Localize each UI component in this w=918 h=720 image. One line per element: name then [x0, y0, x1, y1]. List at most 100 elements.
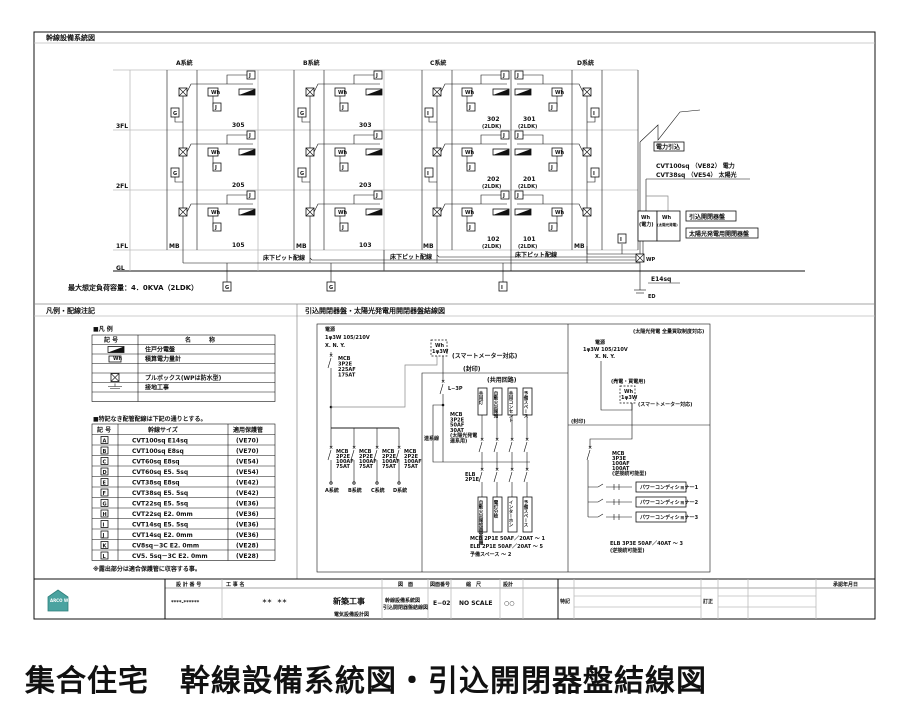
pcs-box	[635, 496, 687, 508]
cable-power: CVT100sq （VE82） 電力	[656, 162, 735, 170]
junction-box-icon	[373, 130, 383, 140]
junction-box-icon-label: J	[502, 73, 505, 79]
wire-line	[588, 498, 604, 503]
wire-code-icon	[100, 436, 109, 444]
distribution-panel-fill	[493, 209, 509, 215]
pull-box-cross	[110, 373, 120, 382]
mb-label-a: MB	[169, 243, 180, 250]
riser-title: 幹線設備系統図	[46, 33, 95, 42]
breaker-mark: ×	[525, 437, 529, 443]
meter-icon-label: Wh	[338, 210, 348, 216]
wire-code: A	[103, 439, 107, 445]
wire-line	[480, 74, 501, 84]
junction-box-icon	[548, 162, 558, 172]
junction-box-icon	[500, 130, 510, 140]
wire-line	[440, 143, 507, 153]
riser-diagram: 幹線設備系統図 A系統 B系統 C系統 D系統 3FL 2FL 1FL GL M…	[46, 33, 805, 300]
breaker-mark: ×	[441, 379, 445, 385]
junction-box-icon	[246, 130, 256, 140]
meter-icon-label: Wh	[555, 210, 565, 216]
riser-units: WhJJG305WhJJG205WhJJ105WhJJG303WhJJG203W…	[170, 70, 640, 292]
wire-code-icon	[100, 541, 109, 549]
junction-box-icon	[373, 70, 383, 80]
wire-size: CVT38sq E5. 5sq	[132, 490, 188, 497]
branch-label: D系統	[393, 487, 407, 494]
meter-label: Wh	[435, 343, 445, 349]
legend-section-title: 凡例・配線注記	[46, 306, 95, 315]
wire-code-icon	[100, 457, 109, 465]
top-circuit-label: 予備スペース	[523, 390, 528, 420]
pcs-label: パワーコンディショナー1	[640, 484, 699, 491]
bottom-circuit-label: 自動火災報知器受信機	[478, 499, 484, 546]
unit-number: 205	[232, 182, 245, 189]
meter-use-label: (売電・買電用)	[611, 378, 646, 385]
junction-box-icon	[339, 222, 349, 232]
pit-label-2: 床下ピット配線	[390, 253, 432, 261]
wire-size: CV8sq－3C E2. 0mm	[132, 543, 199, 550]
junction-box-icon-label: J	[516, 193, 519, 199]
pit-bus	[309, 257, 640, 261]
distribution-panel-fill	[515, 149, 531, 155]
junction-box-icon	[514, 130, 524, 140]
branch-breaker-label: MCB	[359, 449, 372, 455]
summary-label: ELB 2P1E 50AF／20AT ～ 5	[470, 544, 544, 550]
distribution-panel-fill	[239, 89, 255, 95]
junction-box-icon-label: J	[550, 105, 553, 111]
legend-item-name: 接地工事	[144, 384, 169, 392]
unit-number: 202	[487, 176, 500, 183]
wire-conduit: (VE36)	[236, 532, 259, 539]
unit-number: 302	[487, 116, 500, 123]
l-breaker-label: L−3P	[448, 386, 463, 392]
breaker-mark: ×	[375, 445, 379, 451]
junction-box-icon-label: J	[550, 165, 553, 171]
design-label: 設計	[503, 581, 513, 588]
terminal-icon	[352, 481, 356, 485]
wire-conduit: (VE54)	[236, 469, 259, 476]
branch-breaker-label: 2P2E	[404, 454, 419, 460]
branch-label: A系統	[325, 487, 339, 494]
breaker-mark: ×	[480, 467, 484, 473]
meter-label: Wh	[624, 389, 634, 395]
branch-breaker-label: 75AT	[359, 464, 373, 470]
drawing-label: 図 面	[398, 581, 413, 588]
wire-line	[174, 177, 183, 183]
service-drop-label: 電力引込	[656, 143, 680, 151]
wire-conduit: (VE36)	[236, 522, 259, 529]
junction-box-icon	[548, 102, 558, 112]
breaker-icon	[523, 471, 528, 483]
wire-size: CV5. 5sq－3C E2. 0mm	[132, 553, 208, 560]
wire-code: B	[103, 449, 107, 455]
drawing-name-1: 幹線設備系統図	[385, 597, 420, 604]
junction-box-icon-label: J	[248, 73, 251, 79]
wire-size: CVT22sq E5. 5sq	[132, 501, 188, 508]
breaker-mark: ×	[495, 467, 499, 473]
wire-line	[517, 143, 584, 153]
circuit-box	[507, 496, 518, 533]
cable-code-icon-label: G	[225, 285, 229, 291]
system-label-b: B系統	[303, 59, 320, 67]
smart-meter-icon	[619, 385, 636, 404]
lead-in-panel-label: 引込開閉器盤	[689, 213, 726, 221]
wire-conduit: (VE28)	[236, 553, 259, 560]
pv-breaker-label: 30AT	[450, 428, 464, 434]
distribution-panel-fill	[366, 149, 382, 155]
panel-meter-solar-label: (太陽光発電)	[657, 222, 678, 227]
breaker-icon	[606, 514, 632, 520]
circuit-box	[507, 387, 518, 416]
pv-breaker-label: (太陽光発電	[450, 432, 477, 439]
circuit-box	[522, 387, 533, 416]
breaker-icon	[606, 499, 632, 505]
breaker-mark: ×	[495, 437, 499, 443]
breaker-mark: ×	[352, 445, 356, 451]
meter-icon-label: Wh	[465, 210, 475, 216]
pcs-box	[635, 511, 687, 523]
wire-code: L	[103, 554, 107, 560]
legend-section: 凡例・配線注記 ■凡 例 記 号名 称住戸分電盤積算電力量計プルボックス(WPは…	[46, 306, 276, 573]
panel-meter-power: Wh	[641, 215, 651, 221]
wire-line	[428, 177, 437, 183]
unit-type: (2LDK)	[482, 184, 501, 190]
